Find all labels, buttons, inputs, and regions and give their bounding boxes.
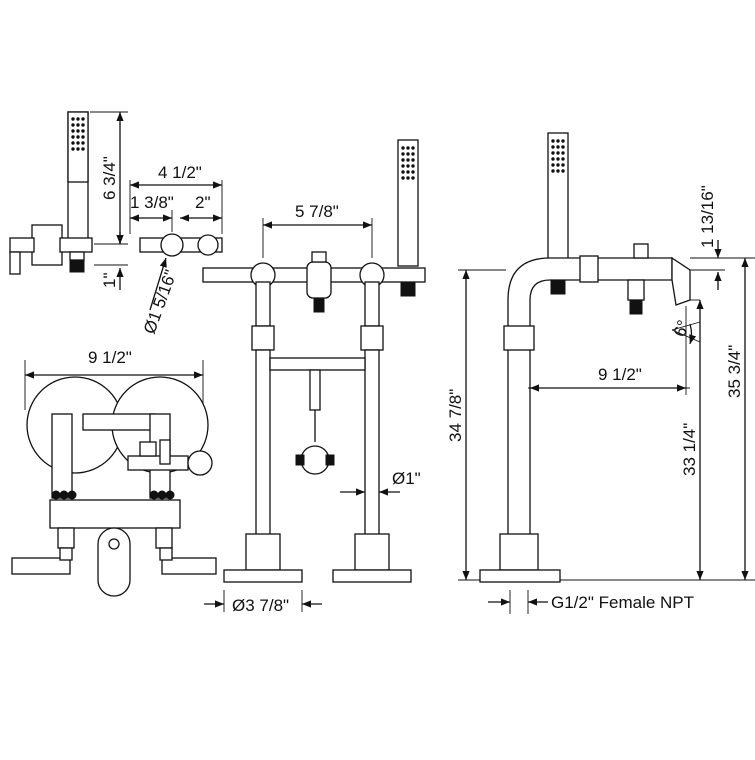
plan-view	[11, 360, 217, 597]
front-elevation	[202, 139, 426, 612]
overall-height-label: 35 3/4"	[725, 345, 744, 398]
handshower-offset-label: 1"	[100, 273, 119, 289]
handle-right-label: 2"	[195, 193, 211, 212]
spout-angle-label: 6°	[670, 318, 693, 340]
handle-diameter-label: Ø1 5/16"	[140, 267, 181, 336]
connection-label: G1/2" Female NPT	[551, 593, 694, 612]
handshower-height-label: 6 3/4"	[100, 156, 119, 200]
side-elevation	[458, 132, 755, 614]
spout-top-label: 1 13/16"	[698, 185, 717, 248]
pipe-diameter-label: Ø1"	[392, 469, 421, 488]
front-span-label: 5 7/8"	[295, 202, 339, 221]
handle-left-label: 1 3/8"	[130, 193, 174, 212]
handle-top-view	[129, 180, 223, 311]
body-height-label: 34 7/8"	[446, 389, 465, 442]
spout-reach-label: 9 1/2"	[598, 365, 642, 384]
plan-width-label: 9 1/2"	[88, 348, 132, 367]
handshower-side-view	[9, 111, 128, 290]
spout-height-label: 33 1/4"	[680, 423, 699, 476]
handle-span-label: 4 1/2"	[158, 163, 202, 182]
base-diameter-label: Ø3 7/8"	[232, 596, 289, 615]
